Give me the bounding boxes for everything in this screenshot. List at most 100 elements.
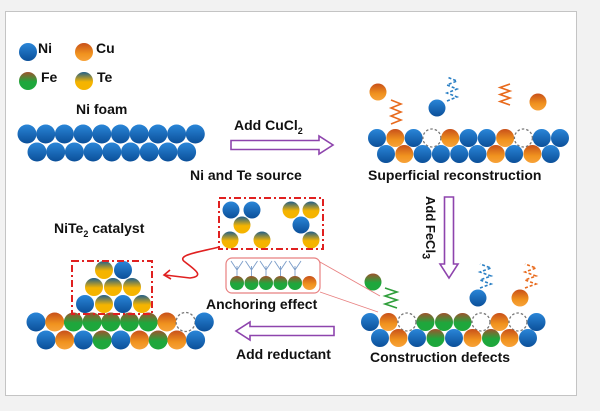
ni-atom (532, 129, 551, 147)
ni-atom (541, 145, 560, 163)
te-atom (104, 278, 122, 296)
cu-atom (529, 93, 547, 111)
ni-release-wave (477, 263, 494, 289)
add-cucl2-subscript: 2 (297, 125, 303, 136)
ni-atom (54, 124, 74, 144)
fe-atom (63, 312, 83, 332)
vacancy-site (513, 128, 534, 148)
anchoring-effect-box (225, 257, 321, 294)
te-atom (85, 278, 103, 296)
nite2-text: NiTe (54, 220, 84, 236)
legend-cu-atom (75, 43, 93, 61)
ligand-branch-icon (288, 260, 302, 276)
vacancy-site (175, 311, 196, 333)
add-fecl3-subscript: 3 (419, 253, 432, 260)
cu-atom (486, 145, 505, 163)
ni-atom (64, 142, 84, 162)
cu-atom (379, 313, 398, 331)
nite2-catalyst-label: NiTe2 catalyst (54, 220, 144, 239)
cu-atom (463, 329, 482, 347)
zoom-line-bottom (319, 291, 379, 313)
catalyst-highlight-box (71, 260, 153, 315)
ni-atom (17, 124, 37, 144)
ni-foam-label: Ni foam (76, 101, 128, 117)
fe-deposition-wave (382, 287, 400, 309)
te-atom (282, 201, 300, 219)
ni-atom (73, 124, 93, 144)
construction-defects-label: Construction defects (370, 349, 511, 365)
ni-atom (111, 330, 131, 350)
cu-atom (496, 129, 515, 147)
cu-atom (523, 145, 542, 163)
vacancy-site (471, 312, 491, 332)
add-reductant-arrow (234, 320, 335, 342)
anchoring-effect-label: Anchoring effect (206, 296, 318, 312)
fe-atom (453, 313, 472, 331)
deposition-arrowhead (162, 269, 172, 280)
fe-atom (288, 276, 302, 290)
zoom-line-top (319, 261, 381, 297)
ni-atom (36, 124, 56, 144)
cu-atom (157, 312, 177, 332)
fe-atom (148, 330, 168, 350)
ni-atom (186, 330, 206, 350)
ni-atom (76, 295, 94, 313)
ni-atom (73, 330, 93, 350)
ni-te-source-label: Ni and Te source (190, 167, 302, 183)
cu-dissolution-wave (388, 99, 404, 125)
add-fecl3-label: Add FeCl3 (419, 196, 438, 259)
cu-atom (395, 145, 414, 163)
superficial-reconstruction-label: Superficial reconstruction (368, 167, 542, 183)
te-atom (95, 295, 113, 313)
legend-fe-atom (19, 72, 37, 90)
ni-atom (551, 129, 569, 147)
legend-te-label: Te (97, 69, 113, 85)
cu-atom (441, 129, 460, 147)
te-atom (302, 201, 320, 219)
cu-redeposition-wave (497, 83, 513, 106)
vacancy-site (508, 312, 528, 332)
ni-atom (111, 124, 130, 144)
ligand-branch-icon (259, 260, 273, 276)
fe-atom (416, 313, 435, 331)
cu-atom (55, 330, 75, 350)
cu-atom (386, 129, 405, 147)
fe-atom (364, 273, 382, 291)
ni-atom (194, 312, 214, 332)
ligand-branch-icon (245, 260, 258, 276)
ni-atom (413, 145, 432, 163)
add-reductant-label: Add reductant (236, 346, 331, 362)
ni-dissolution-wave (444, 76, 460, 102)
fe-atom (120, 312, 139, 332)
te-atom (221, 231, 239, 249)
legend-fe-label: Fe (41, 69, 58, 85)
fe-atom (244, 276, 259, 290)
ni-atom (477, 129, 496, 147)
ni-atom (148, 124, 168, 144)
ni-atom (114, 295, 132, 313)
ni-atom (450, 145, 469, 163)
ni-atom (292, 216, 310, 234)
ni-atom (527, 313, 546, 331)
legend-te-atom (75, 72, 93, 90)
ni-atom (371, 329, 389, 347)
fe-atom (230, 276, 244, 290)
cu-atom (389, 329, 408, 347)
fe-atom (273, 276, 288, 290)
te-atom (233, 216, 251, 234)
cu-atom (302, 276, 317, 290)
add-cucl2-text: Add CuCl (234, 117, 298, 133)
catalyst-text: catalyst (88, 220, 145, 236)
cu-atom (369, 83, 387, 101)
fe-atom (426, 329, 445, 347)
ni-atom (139, 142, 159, 162)
cu-atom (167, 330, 187, 350)
ni-atom (92, 124, 112, 144)
ni-atom (468, 145, 487, 163)
add-fecl3-text: Add FeCl (423, 196, 438, 254)
te-atom (253, 231, 271, 249)
fe-atom (82, 312, 102, 332)
ni-atom (177, 142, 197, 162)
ni-atom (361, 313, 379, 331)
